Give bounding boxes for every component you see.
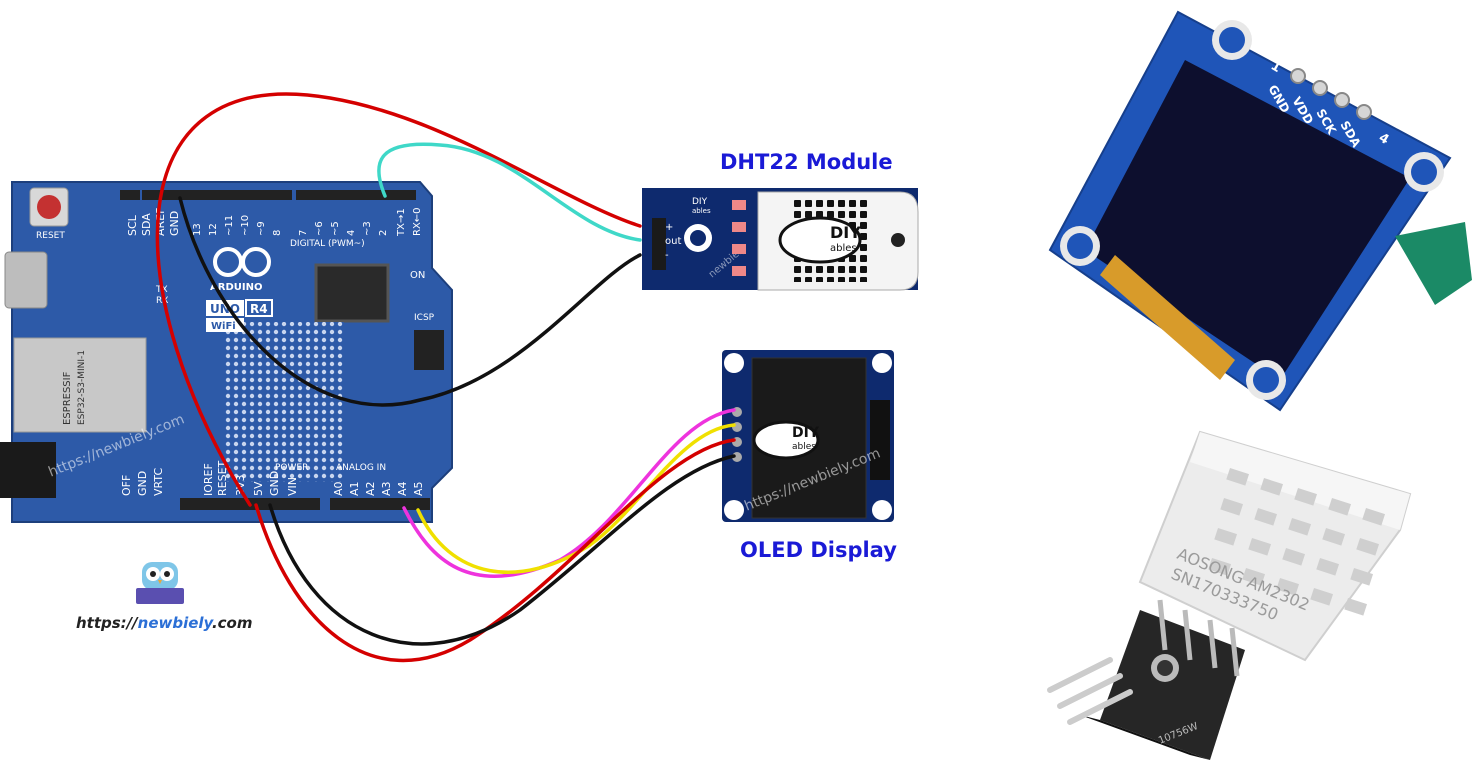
photo-dht-vent-hole xyxy=(1282,548,1306,566)
pin-label-SDA: SDA xyxy=(140,213,153,236)
esp-module-label: ESP32-S3-MINI-1 xyxy=(77,350,87,425)
photo-dht-vent-hole xyxy=(1260,478,1284,496)
dht-minus-label: - xyxy=(665,250,669,261)
dht22-module: + out - DIY ables newbiely DIY ables xyxy=(642,188,919,291)
wire-gnd-to-oled-gnd xyxy=(268,454,736,646)
photo-dht-vent-hole xyxy=(1362,508,1386,526)
photo-dht-vent-hole xyxy=(1356,538,1380,556)
reset-label: RESET xyxy=(36,231,65,241)
analog-header-label: ANALOG IN xyxy=(336,463,386,473)
pin-label-10: ~10 xyxy=(240,215,251,236)
wire-5v-to-oled-vdd xyxy=(254,438,736,663)
dht-out-label: out xyxy=(665,236,681,247)
website-suffix: .com xyxy=(211,614,253,632)
analog-pin-label-a2: A2 xyxy=(364,481,377,496)
pin-label-RX0: RX←0 xyxy=(412,207,423,236)
power-pin-label-gnd: GND xyxy=(268,471,281,496)
power-pin-label-3v3: 3V3 xyxy=(234,474,247,496)
pin-label-SCL: SCL xyxy=(126,214,139,236)
power-pin-label-ioref: IOREF xyxy=(202,463,215,496)
power-pin-label-vin: VIN xyxy=(286,477,299,496)
icsp-label: ICSP xyxy=(414,313,435,323)
wire-gnd-to-dht-minus xyxy=(178,196,642,407)
rx-label: RX xyxy=(156,296,168,306)
oled-display-title: OLED Display xyxy=(740,538,897,562)
oled-module: DIY ables xyxy=(722,350,894,522)
power-pin-label-vrtc: VRTC xyxy=(152,468,165,496)
wire-pin2-to-dht-out xyxy=(377,142,642,242)
analog-pin-label-a4: A4 xyxy=(396,481,409,496)
website-link[interactable]: https://newbiely.com xyxy=(76,614,252,632)
pin-label-8: 8 xyxy=(272,230,283,236)
photo-dht-vent-hole xyxy=(1328,498,1352,516)
analog-pin-label-a0: A0 xyxy=(332,481,345,496)
photo-dht-vent-hole xyxy=(1344,597,1368,616)
analog-pin-label-a5: A5 xyxy=(412,481,425,496)
photo-dht-vent-hole xyxy=(1322,528,1346,546)
pin-label-GND: GND xyxy=(168,211,181,236)
photo-dht-vent-hole xyxy=(1248,538,1272,556)
wire-a5-to-oled-scl xyxy=(416,423,736,574)
power-pin-label-gnd: GND xyxy=(136,471,149,496)
photo-dht-vent-hole xyxy=(1214,528,1238,546)
photo-dht22-sensor: AOSONG AM2302 SN170333750 10756W xyxy=(1047,430,1412,760)
dht22-module-title: DHT22 Module xyxy=(720,150,893,174)
power-header-label: POWER xyxy=(275,463,308,473)
pin-label-11: ~11 xyxy=(224,215,235,236)
pin-label-13: 13 xyxy=(192,223,203,236)
pin-label-TX1: TX→1 xyxy=(396,208,407,237)
arduino-variant-label: WiFi xyxy=(211,321,236,332)
photo-dht-vent-hole xyxy=(1208,557,1232,576)
dht-brand-bottom: ables xyxy=(692,207,711,215)
dht-logo-top: DIY xyxy=(830,223,861,242)
photo-dht-vent-hole xyxy=(1294,488,1318,506)
dht-plus-label: + xyxy=(665,222,673,233)
analog-pin-label-a1: A1 xyxy=(348,481,361,496)
photo-dht-vent-hole xyxy=(1226,468,1250,486)
photo-dht-vent-hole xyxy=(1316,558,1340,576)
photo-dht-vent-hole xyxy=(1310,588,1334,606)
power-pin-label-off: OFF xyxy=(120,475,133,496)
on-label: ON xyxy=(410,270,425,281)
wire-a4-to-oled-sda xyxy=(402,408,736,578)
pin-label-3: ~3 xyxy=(362,221,373,236)
pin-label-7: 7 xyxy=(298,230,309,236)
wire-5v-to-dht-plus xyxy=(155,92,642,507)
website-name: newbiely xyxy=(137,614,212,632)
pin-label-12: 12 xyxy=(208,223,219,236)
oled-logo-bottom: ables xyxy=(792,442,816,452)
dht-brand-top: DIY xyxy=(692,197,708,207)
arduino-rev-label: R4 xyxy=(250,302,268,316)
pin-label-4: 4 xyxy=(346,230,357,236)
arduino-brand-label: ARDUINO xyxy=(210,282,262,293)
esp-vendor-label: ESPRESSIF xyxy=(62,371,73,425)
analog-pin-label-a3: A3 xyxy=(380,481,393,496)
arduino-uno-r4-wifi-board: RESET ESPRESSIF ESP32-S3-MINI-1 ARDUINO … xyxy=(0,181,453,523)
newbiely-owl-logo xyxy=(134,558,186,606)
pin-label-9: ~9 xyxy=(256,221,267,236)
dht-logo-bottom: ables xyxy=(830,243,857,254)
photo-dht-vent-hole xyxy=(1242,568,1266,586)
oled-logo-top: DIY xyxy=(792,425,820,441)
pin-label-5: ~5 xyxy=(330,221,341,236)
wires xyxy=(155,92,736,663)
pin-label-6: ~6 xyxy=(314,221,325,236)
power-pin-label-reset: RESET xyxy=(216,460,229,496)
photo-dht-vent-hole xyxy=(1276,577,1300,596)
power-pin-label-5v: 5V xyxy=(252,481,265,496)
photo-dht-vent-hole xyxy=(1220,498,1244,516)
pin-label-2: 2 xyxy=(378,230,389,236)
photo-dht-vent-hole xyxy=(1288,518,1312,536)
photo-dht-vent-hole xyxy=(1254,508,1278,526)
website-prefix: https:// xyxy=(76,614,138,632)
digital-header-label: DIGITAL (PWM~) xyxy=(290,239,365,249)
photo-dht-vent-hole xyxy=(1350,568,1374,586)
